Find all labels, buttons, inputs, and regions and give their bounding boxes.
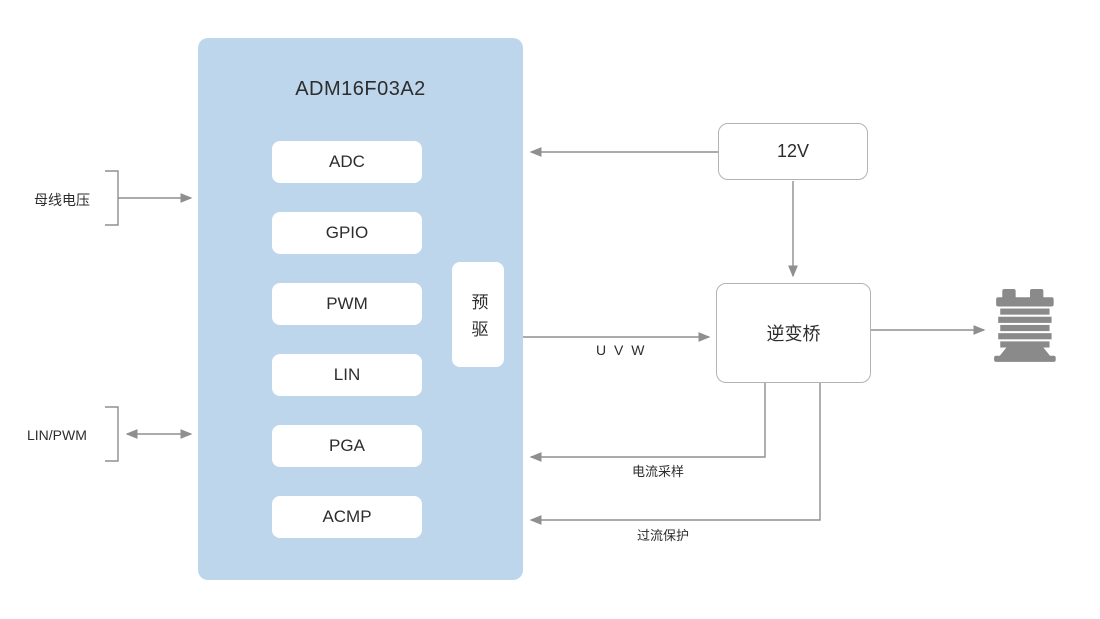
power-12v-block: 12V	[718, 123, 868, 180]
predriver-block: 预驱	[452, 262, 504, 367]
module-adc: ADC	[272, 141, 422, 183]
module-pga: PGA	[272, 425, 422, 467]
current-sampling-label: 电流采样	[632, 464, 685, 479]
lin-pwm-label: LIN/PWM	[27, 427, 87, 443]
inverter-bridge-block: 逆变桥	[716, 283, 871, 383]
module-pwm: PWM	[272, 283, 422, 325]
chip-title: ADM16F03A2	[295, 78, 426, 100]
module-gpio: GPIO	[272, 212, 422, 254]
current-sampling-arrow	[529, 383, 766, 462]
bus-voltage-label: 母线电压	[34, 192, 90, 208]
motor-icon	[993, 289, 1065, 365]
chip-block: ADM16F03A2 ADC GPIO PWM LIN PGA ACMP 预驱	[198, 38, 523, 580]
overcurrent-protection-arrow	[529, 383, 821, 525]
lin-pwm-bracket	[105, 406, 119, 462]
uvw-label: U V W	[596, 342, 647, 358]
bus-voltage-bracket	[105, 170, 119, 226]
overcurrent-protection-label: 过流保护	[637, 528, 690, 543]
module-acmp: ACMP	[272, 496, 422, 538]
module-lin: LIN	[272, 354, 422, 396]
chip-modules-column: ADC GPIO PWM LIN PGA ACMP	[272, 141, 422, 538]
